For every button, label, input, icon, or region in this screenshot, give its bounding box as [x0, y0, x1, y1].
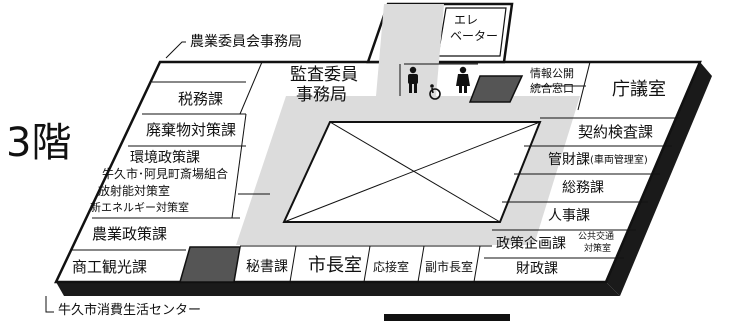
room-mayor: 市長室	[308, 255, 362, 276]
elevator-label-line1: エレ	[454, 13, 479, 27]
floor-label: 3階	[6, 120, 72, 166]
room-commerce: 商工観光課	[72, 258, 148, 276]
room-reception: 応接室	[373, 260, 410, 274]
room-property-mgmt-sub: (車両管理室)	[590, 155, 648, 166]
callout-leader-agriculture	[165, 41, 186, 59]
room-policy-planning-sub1: 公共交通	[578, 232, 615, 242]
room-environment-line3: 放射能対策室	[98, 184, 171, 198]
entrance-bar	[384, 314, 510, 321]
stairs-left	[179, 246, 241, 283]
callout-consumer-center: 牛久市消費生活センター	[58, 303, 202, 318]
room-finance: 財政課	[516, 261, 558, 277]
left-wing-dividers	[72, 61, 263, 251]
room-environment-line2: 牛久市･阿見町斎場組合	[102, 167, 229, 181]
atrium-cross-1	[329, 121, 501, 223]
building-shadow-right	[606, 62, 712, 296]
room-contract-inspection: 契約検査課	[578, 123, 654, 141]
stairs-right	[468, 75, 524, 103]
callout-leader-consumer	[45, 296, 54, 313]
corridor-dividers	[238, 63, 478, 195]
room-auditor-line1: 監査委員	[290, 65, 358, 85]
room-info-line1: 情報公開	[530, 67, 574, 80]
male-restroom-icon	[408, 66, 418, 93]
building-shadow	[56, 282, 620, 296]
atrium-cross-2	[283, 121, 541, 223]
wheelchair-icon	[429, 84, 441, 100]
room-assembly: 庁議室	[612, 79, 666, 100]
callout-agriculture-committee: 農業委員会事務局	[190, 34, 302, 50]
room-info-line2: 統合窓口	[530, 82, 574, 95]
room-secretary: 秘書課	[246, 259, 288, 275]
room-auditor-line2: 事務局	[296, 85, 347, 105]
room-personnel: 人事課	[548, 208, 590, 224]
room-vice-mayor: 副市長室	[425, 260, 474, 274]
room-environment-line4: 新エネルギー対策室	[90, 201, 189, 214]
bottom-row-dividers	[240, 245, 492, 283]
right-wing-dividers	[484, 61, 680, 259]
elevator-label-line2: ベーター	[450, 29, 499, 43]
room-waste: 廃棄物対策課	[146, 121, 237, 139]
room-general-affairs: 総務課	[562, 180, 604, 196]
room-policy-planning-sub2: 対策室	[584, 244, 612, 254]
room-agri-policy: 農業政策課	[92, 225, 168, 243]
room-tax: 税務課	[178, 90, 224, 108]
room-environment-line1: 環境政策課	[130, 150, 200, 166]
room-property-mgmt: 管財課	[548, 152, 590, 168]
female-restroom-icon	[456, 66, 470, 93]
room-policy-planning: 政策企画課	[496, 236, 566, 252]
